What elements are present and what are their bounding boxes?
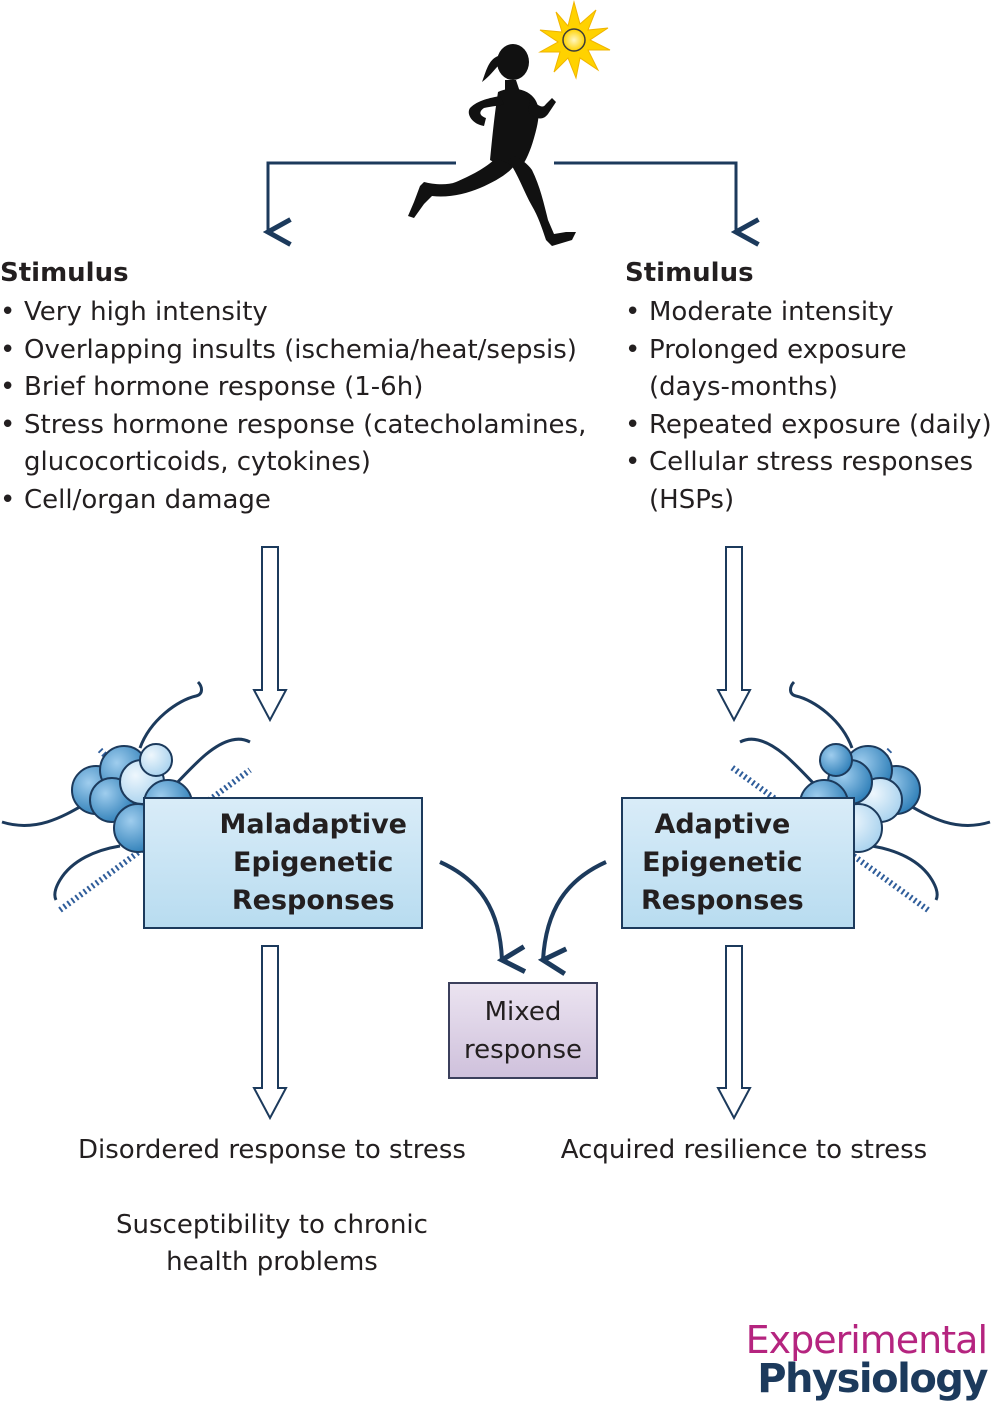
mixed-response-box: Mixed response [448, 982, 598, 1079]
outcome-resilience: Acquired resilience to stress [560, 1135, 928, 1165]
runner-icon [408, 44, 576, 246]
branch-arrow-left [268, 161, 456, 232]
left-heading: Stimulus [0, 258, 129, 288]
down-arrow-right-lower [716, 945, 752, 1121]
list-item: Moderate intensity [625, 294, 992, 332]
list-item: Stress hormone response (catecholamines,… [0, 407, 586, 482]
list-item: Prolonged exposure(days-months) [625, 332, 992, 407]
brand-physiology: Physiology [757, 1356, 988, 1402]
left-stimulus-list: Very high intensity Overlapping insults … [0, 294, 586, 519]
right-stimulus-list: Moderate intensity Prolonged exposure(da… [625, 294, 992, 519]
sun-icon [538, 0, 611, 80]
list-item: Very high intensity [0, 294, 586, 332]
down-arrow-right-upper [716, 546, 752, 723]
outcome-disordered: Disordered response to stress [78, 1135, 466, 1165]
list-item: Repeated exposure (daily) [625, 407, 992, 445]
down-arrow-left-upper [252, 546, 288, 723]
list-item: Cellular stress responses(HSPs) [625, 444, 992, 519]
curved-arrow-right [543, 860, 607, 960]
list-item: Brief hormone response (1-6h) [0, 369, 586, 407]
list-item: Overlapping insults (ischemia/heat/sepsi… [0, 332, 586, 370]
adaptive-box: Adaptive Epigenetic Responses [621, 797, 855, 929]
list-item: Cell/organ damage [0, 482, 586, 520]
brand-experimental: Experimental [745, 1318, 988, 1362]
maladaptive-box: Maladaptive Epigenetic Responses [143, 797, 423, 929]
curved-arrow-left [439, 860, 502, 960]
down-arrow-left-lower [252, 945, 288, 1121]
right-heading: Stimulus [625, 258, 754, 288]
branch-arrow-right [554, 161, 736, 232]
outcome-susceptibility: Susceptibility to chronic health problem… [116, 1210, 428, 1277]
